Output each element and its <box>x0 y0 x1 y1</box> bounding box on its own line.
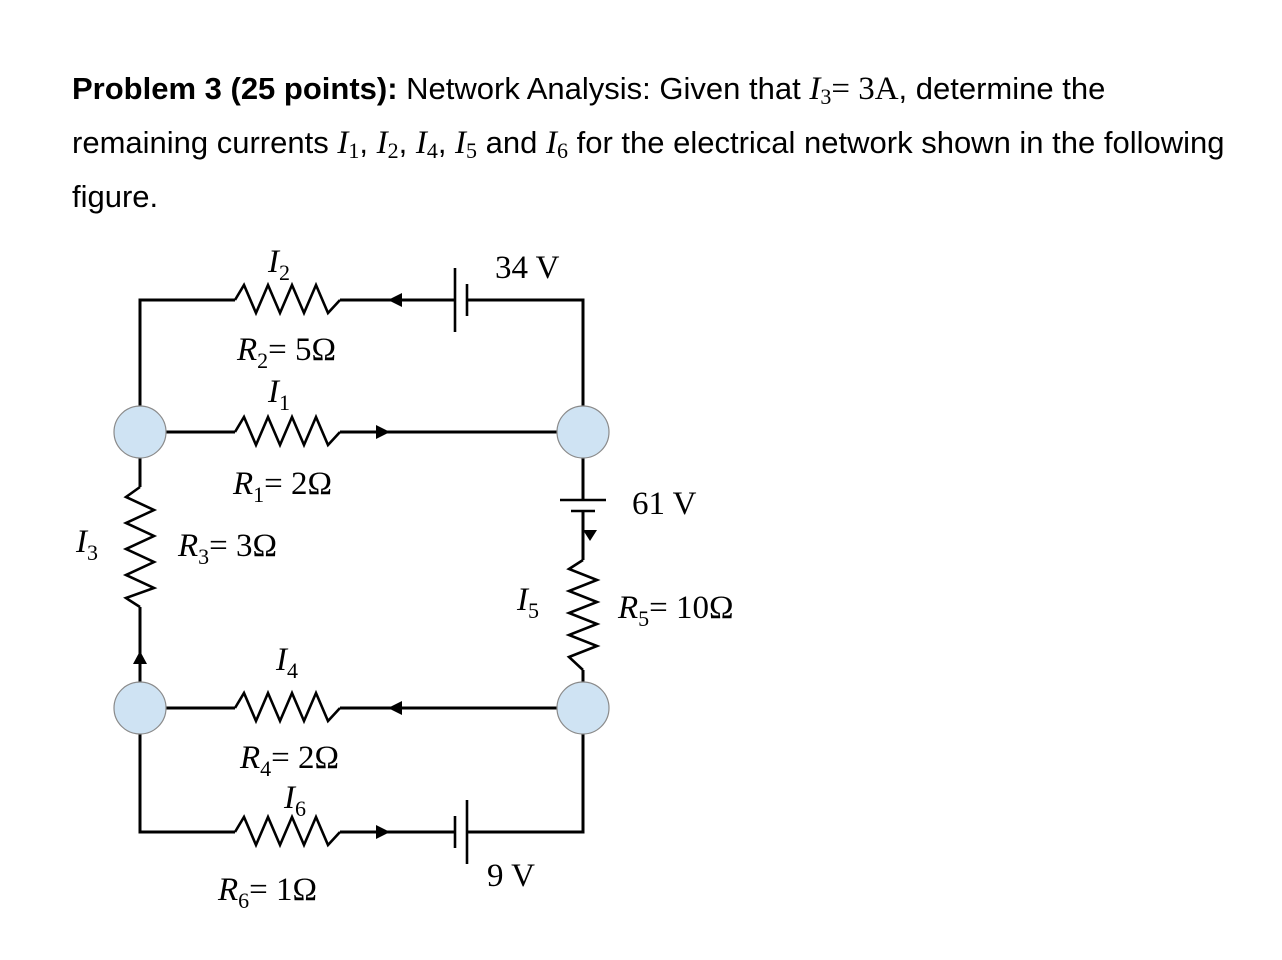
label-i4: I4 <box>275 642 298 683</box>
problem-heading: Problem 3 (25 points): <box>72 71 398 106</box>
resistor-r5 <box>565 558 601 671</box>
arrow-i6 <box>376 825 390 839</box>
and-word: and <box>477 125 546 160</box>
label-r3: R3= 3Ω <box>177 528 277 569</box>
node-bottom-right <box>556 681 610 735</box>
label-34v: 34 V <box>495 250 560 286</box>
problem-text-3: for the electrical network shown in the … <box>72 125 1225 214</box>
label-61v: 61 V <box>632 486 697 522</box>
current-i2: I2 <box>376 125 399 163</box>
wire-bottom-right <box>467 708 585 834</box>
current-i1: I1 <box>337 125 360 163</box>
node-top-left <box>113 405 167 459</box>
arrow-i4 <box>388 701 402 715</box>
label-i2: I2 <box>267 244 290 285</box>
current-i5: I5 <box>455 125 478 163</box>
current-i4: I4 <box>415 125 438 163</box>
node-top-right <box>556 405 610 459</box>
battery-9v <box>453 800 469 864</box>
arrow-i5 <box>583 530 597 541</box>
resistor-r4 <box>233 689 341 725</box>
label-i6: I6 <box>283 780 306 821</box>
problem-text-1: Network Analysis: Given that <box>397 71 810 106</box>
label-r2: R2= 5Ω <box>236 332 336 373</box>
label-r4: R4= 2Ω <box>239 740 339 781</box>
label-i1: I1 <box>267 374 290 415</box>
resistor-r3 <box>122 485 158 609</box>
given-current: I3= 3A <box>809 71 899 109</box>
wire-top-right <box>467 298 585 432</box>
arrow-i2 <box>388 293 402 307</box>
arrow-i1 <box>376 425 390 439</box>
resistor-r1 <box>233 413 341 449</box>
label-r5: R5= 10Ω <box>617 590 734 631</box>
problem-text-2: , determine the remaining currents <box>72 71 1106 160</box>
label-r1: R1= 2Ω <box>232 466 332 507</box>
arrow-i3 <box>133 651 147 664</box>
label-i3: I3 <box>75 524 98 565</box>
wire-bottom-left <box>138 708 235 834</box>
label-i5: I5 <box>516 582 539 623</box>
label-r6: R6= 1Ω <box>217 872 317 913</box>
battery-61v <box>560 498 606 513</box>
label-9v: 9 V <box>487 858 535 894</box>
node-bottom-left <box>113 681 167 735</box>
problem-statement: Problem 3 (25 points): Network Analysis:… <box>72 71 1225 214</box>
battery-34v <box>453 268 469 332</box>
current-i6: I6 <box>546 125 568 163</box>
wire-top-left <box>138 298 235 432</box>
resistor-r2 <box>233 281 341 317</box>
resistor-r6 <box>233 813 341 849</box>
